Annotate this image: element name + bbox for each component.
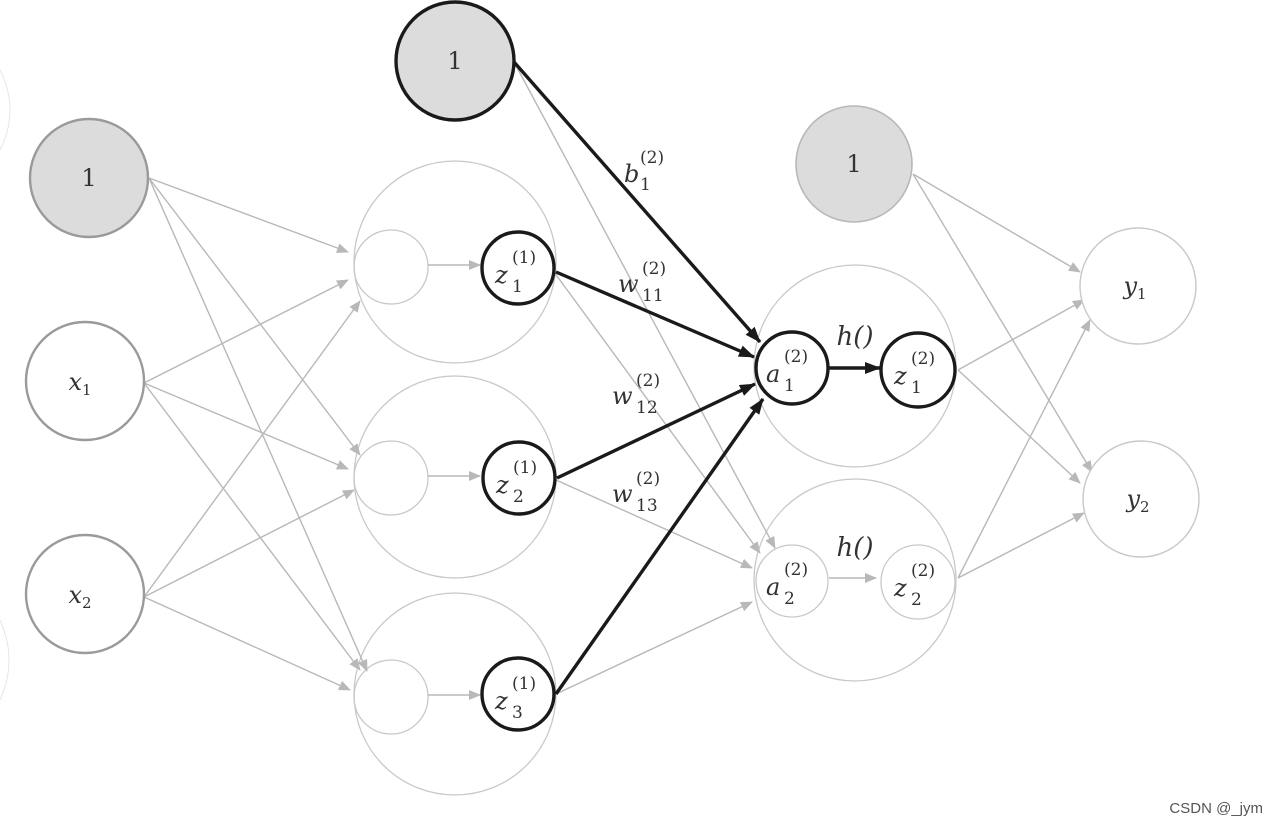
svg-text:x1: x1: [68, 368, 91, 399]
weight-label-w13: w (2) 13: [612, 469, 660, 516]
output-node-y1: y1: [1079, 227, 1197, 345]
w13-sup: (2): [636, 469, 660, 489]
input-bias-label: 1: [81, 164, 96, 192]
w13-sub: 13: [636, 496, 658, 516]
weight-label-b1: b (2) 1: [624, 148, 664, 195]
z1-3-sub: 3: [512, 703, 523, 723]
svg-text:y1: y1: [1122, 272, 1146, 303]
layer2-z2-node: z (2) 2: [880, 544, 956, 620]
a2-1-sup: (2): [784, 347, 808, 367]
a2-1-base: a: [766, 360, 780, 388]
y1-base: y: [1122, 272, 1137, 300]
activation-label-2: h(): [836, 533, 873, 563]
y2-sub: 2: [1140, 498, 1150, 516]
weight-label-w12: w (2) 12: [612, 371, 660, 418]
z1-1-base: z: [494, 261, 508, 289]
layer1-a2-node: [353, 440, 429, 516]
output-node-y2: y2: [1082, 440, 1200, 558]
z1-3-sup: (1): [512, 674, 536, 694]
y2-base: y: [1125, 485, 1140, 513]
svg-text:y2: y2: [1125, 485, 1149, 516]
z1-to-a1-arrow: [555, 270, 755, 359]
layer1-bias-label: 1: [447, 47, 462, 75]
z2-1-sup: (2): [911, 349, 935, 369]
a2-2-sup: (2): [784, 560, 808, 580]
faded-connections: [143, 61, 1093, 700]
highlighted-connections: [512, 60, 881, 695]
z2-1-sub: 1: [911, 378, 922, 398]
x2-base: x: [68, 581, 82, 609]
layer2-group-2: [753, 478, 957, 682]
y1-sub: 1: [1137, 285, 1147, 303]
z2-to-a1-arrow: [556, 382, 756, 480]
svg-text:x2: x2: [68, 581, 91, 612]
b1-base: b: [624, 160, 639, 188]
activation-label-1: h(): [836, 322, 873, 352]
layer1-z1-node: z (1) 1: [480, 230, 556, 306]
b1-sup: (2): [640, 148, 664, 168]
x1-base: x: [68, 368, 82, 396]
layer1-z2-node: z (1) 2: [481, 440, 557, 516]
layer1-bias-node: 1: [394, 0, 516, 122]
w11-sup: (2): [642, 259, 666, 279]
z2-1-base: z: [893, 362, 907, 390]
z1-1-sup: (1): [512, 248, 536, 268]
edge-artifact: [0, 69, 11, 701]
input-node-x2: x2: [24, 533, 146, 655]
layer1-z3-node: z (1) 3: [480, 656, 556, 732]
layer2-bias-label: 1: [846, 150, 861, 178]
weight-label-w11: w (2) 11: [618, 259, 666, 306]
z3-to-a1-arrow: [554, 398, 765, 695]
watermark: CSDN @_jym: [1169, 800, 1263, 817]
z1-2-sub: 2: [513, 487, 524, 507]
z2-2-sub: 2: [911, 590, 922, 610]
layer2-a2-node: a (2) 2: [755, 544, 829, 618]
z1-1-sub: 1: [512, 277, 523, 297]
layer1-a3-node: [353, 659, 429, 735]
layer1-preactivation-nodes: [353, 229, 429, 735]
z1-2-sup: (1): [513, 458, 537, 478]
x2-sub: 2: [82, 594, 92, 612]
a2-2-sub: 2: [784, 589, 795, 609]
x1-sub: 1: [82, 381, 92, 399]
z2-2-base: z: [893, 574, 907, 602]
w12-sup: (2): [636, 371, 660, 391]
w12-sub: 12: [636, 398, 658, 418]
z2-2-sup: (2): [911, 561, 935, 581]
layer2-a1-node: a (2) 1: [754, 330, 830, 406]
w13-base: w: [612, 480, 633, 508]
z1-3-base: z: [494, 687, 508, 715]
a2-2-base: a: [766, 573, 780, 601]
w11-sub: 11: [642, 286, 664, 306]
z1-2-base: z: [495, 471, 509, 499]
bias-to-a1-arrow: [512, 60, 762, 344]
input-bias-node: 1: [28, 117, 150, 239]
b1-sub: 1: [640, 175, 651, 195]
layer2-z1-node: z (2) 1: [879, 331, 957, 409]
input-node-x1: x1: [24, 320, 146, 442]
a2-1-sub: 1: [784, 376, 795, 396]
w12-base: w: [612, 382, 633, 410]
layer1-a1-node: [353, 229, 429, 305]
layer2-bias-node: 1: [795, 105, 913, 223]
w11-base: w: [618, 270, 639, 298]
